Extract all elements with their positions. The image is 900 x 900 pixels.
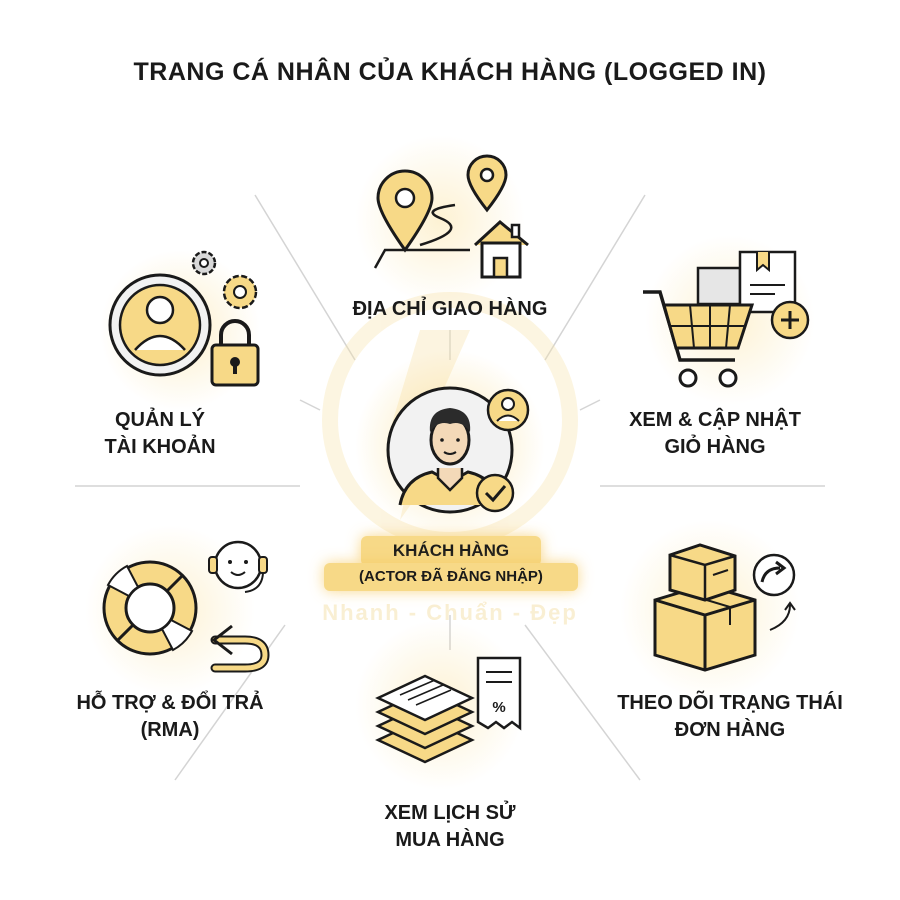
center-actor-label: KHÁCH HÀNG <box>361 536 541 566</box>
location-pins-house-icon <box>355 135 529 305</box>
node-label-line2: TÀI KHOẢN <box>104 436 216 458</box>
node-label-line1: HỖ TRỢ & ĐỔI TRẢ <box>76 692 264 714</box>
node-account-management: QUẢN LÝ TÀI KHOẢN <box>70 407 250 461</box>
boxes-forward-icon <box>620 520 800 700</box>
node-label-line1: XEM LỊCH SỬ <box>384 802 516 824</box>
stacked-papers-receipt-icon: % <box>355 620 525 790</box>
node-label: ĐỊA CHỈ GIAO HÀNG <box>352 298 548 320</box>
center-actor-sublabel: (ACTOR ĐÃ ĐĂNG NHẬP) <box>324 563 578 591</box>
lifebuoy-support-return-icon <box>85 525 270 695</box>
node-label-line2: GIỎ HÀNG <box>664 436 766 458</box>
node-label-line1: THEO DÕI TRẠNG THÁI <box>617 692 843 714</box>
node-label-line2: ĐƠN HÀNG <box>674 719 786 741</box>
node-order-status: THEO DÕI TRẠNG THÁI ĐƠN HÀNG <box>595 690 865 744</box>
shopping-cart-add-icon <box>643 235 815 405</box>
node-shipping-address: ĐỊA CHỈ GIAO HÀNG <box>330 296 570 323</box>
customer-avatar-icon <box>355 350 545 540</box>
svg-text:%: % <box>492 699 505 716</box>
node-label-line1: QUẢN LÝ <box>115 409 205 431</box>
node-label-line2: MUA HÀNG <box>395 829 505 851</box>
node-support-returns: HỖ TRỢ & ĐỔI TRẢ (RMA) <box>60 690 280 744</box>
user-gear-lock-icon <box>100 250 260 410</box>
node-purchase-history: XEM LỊCH SỬ MUA HÀNG <box>340 800 560 854</box>
page-title: TRANG CÁ NHÂN CỦA KHÁCH HÀNG (LOGGED IN) <box>133 58 767 86</box>
node-label-line2: (RMA) <box>140 719 200 741</box>
node-label-line1: XEM & CẬP NHẬT <box>629 409 801 431</box>
node-cart: XEM & CẬP NHẬT GIỎ HÀNG <box>615 407 815 461</box>
